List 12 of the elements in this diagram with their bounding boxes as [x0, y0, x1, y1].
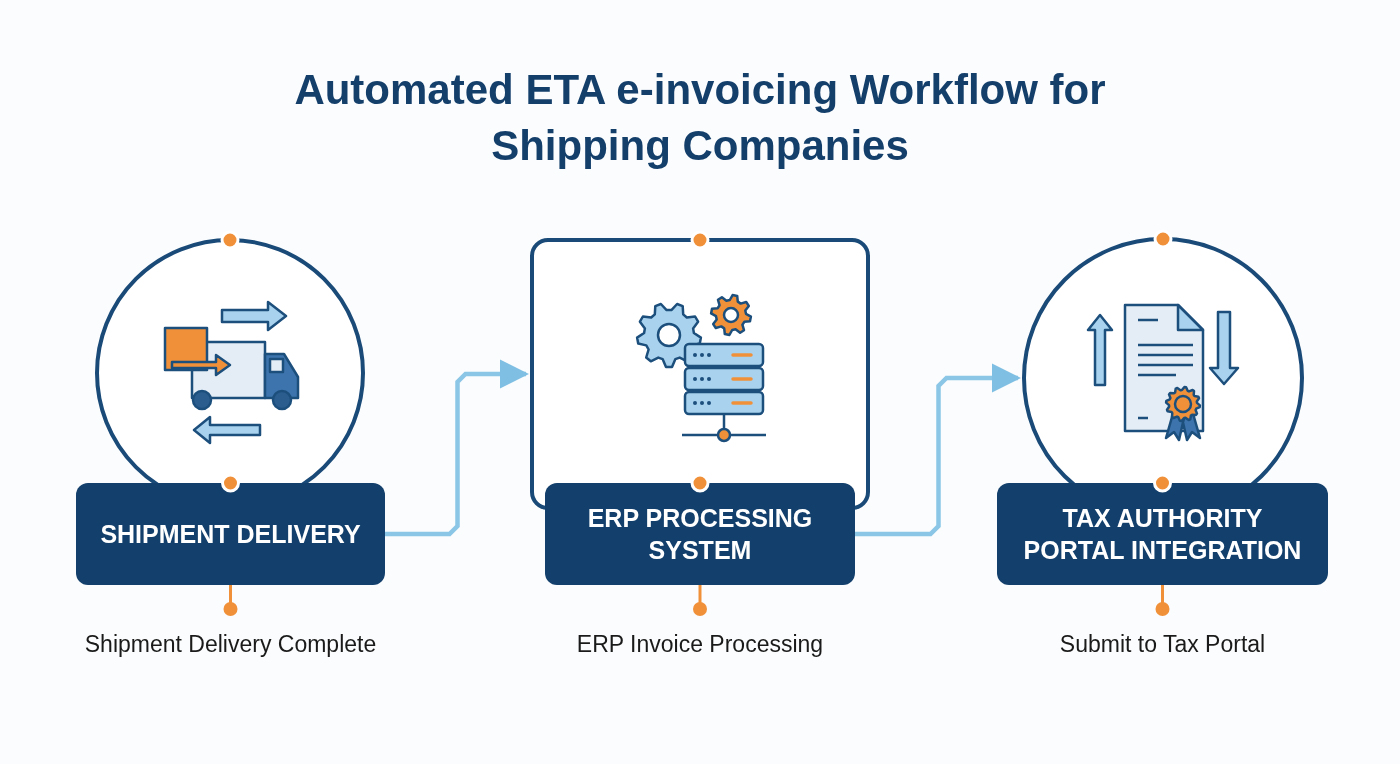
step-title: TAX AUTHORITY PORTAL INTEGRATION	[1022, 503, 1303, 566]
diagram-title: Automated ETA e-invoicing Workflow for Shipping Companies	[293, 65, 1107, 171]
connector-arrow	[855, 363, 1021, 537]
step-caption: ERP Invoice Processing	[575, 630, 825, 659]
connector-arrow	[385, 359, 529, 537]
step-label-box	[76, 483, 385, 585]
step-title: SHIPMENT DELIVERY	[99, 519, 362, 550]
step-title: ERP PROCESSING SYSTEM	[586, 503, 814, 566]
step-caption: Shipment Delivery Complete	[83, 630, 378, 659]
step-caption: Submit to Tax Portal	[1058, 630, 1267, 659]
step-label-box	[545, 483, 855, 585]
step-label-box	[997, 483, 1328, 585]
